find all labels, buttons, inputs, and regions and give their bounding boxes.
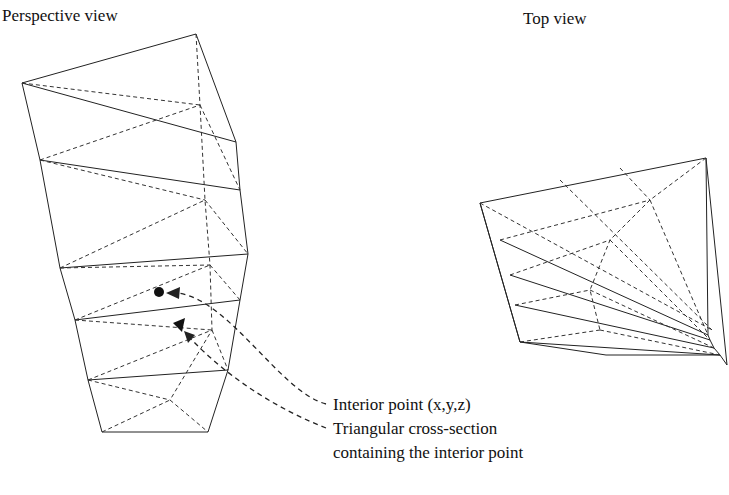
view-heading: Top view [523,7,587,31]
callout-text: Triangular cross-section containing the … [333,417,573,465]
view-heading: Perspective view [2,4,118,28]
callout-text: Interior point (x,y,z) [333,393,471,417]
